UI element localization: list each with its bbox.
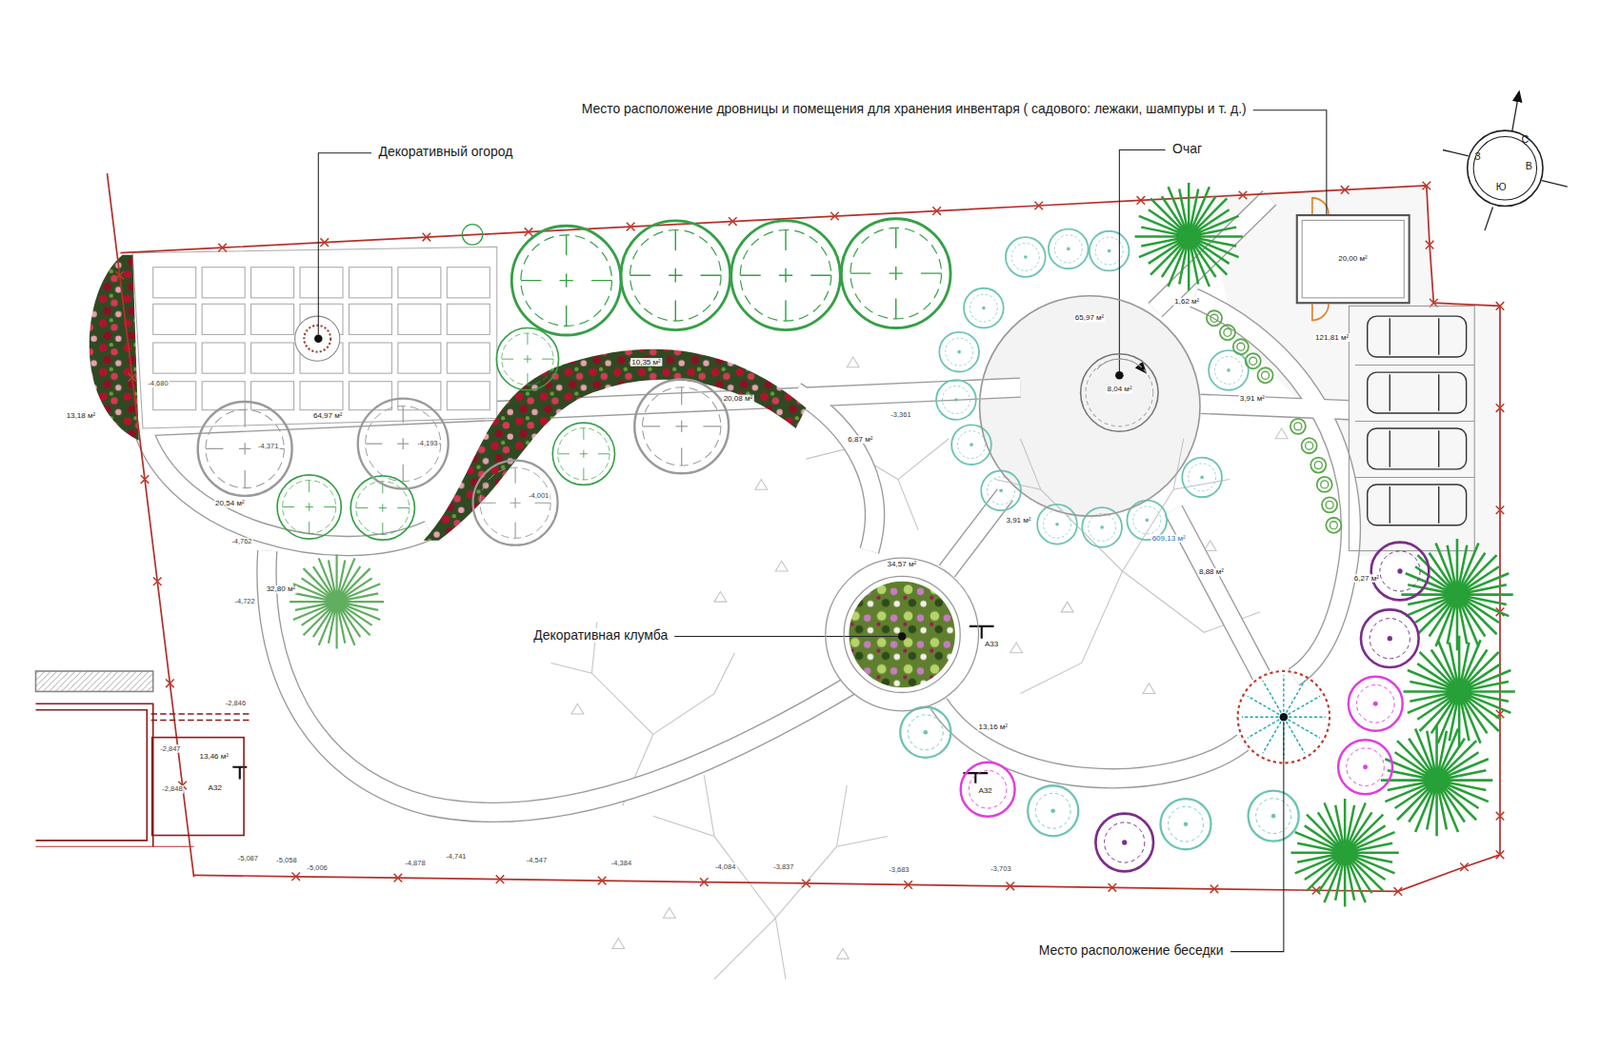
callout-text: Декоративный огород (377, 144, 514, 160)
area-label: 64,97 м² (312, 412, 344, 421)
elevation-mark: -5,006 (305, 864, 328, 873)
house (36, 671, 251, 847)
area-label: 65,97 м² (1074, 314, 1106, 322)
callout-text: Декоративная клумба (532, 628, 669, 643)
elevation-mark: -4,371 (257, 442, 280, 451)
elevation-mark: -4,084 (714, 862, 737, 871)
area-label: 32,80 м² (265, 585, 298, 595)
compass (1442, 96, 1568, 231)
area-label: 6,87 м² (846, 436, 874, 445)
elevation-mark: -4,193 (416, 440, 439, 448)
elevation-mark: -4,680 (146, 380, 169, 388)
node-outline (977, 294, 1202, 520)
ground (980, 185, 1500, 557)
elevation-mark: -4,001 (527, 491, 550, 500)
elevation-mark: -4,878 (403, 859, 426, 867)
compass-letter: З (1473, 151, 1482, 163)
elevation-mark: -3,361 (889, 411, 912, 420)
parking (1348, 305, 1475, 551)
existing-tree-crowns (198, 379, 729, 545)
elevation-mark: -2,847 (159, 744, 181, 753)
walkways (142, 198, 1351, 814)
storage-shed: 20,00 м² (1296, 214, 1411, 304)
callout-text: Место расположение беседки (1038, 943, 1225, 959)
conifers (289, 182, 1516, 907)
area-label: 13,46 м² (198, 753, 230, 761)
area-label: A32 (977, 786, 993, 796)
callout-text: Место расположение дровницы и помещения … (580, 101, 1248, 117)
total-area: 609,13 м² (1151, 534, 1187, 543)
flower-beds (89, 255, 956, 688)
hearth-plaza: 65,97 м² 8,04 м² (977, 294, 1202, 520)
area-label: 8,04 м² (1105, 385, 1133, 394)
area-label: 34,57 м² (886, 560, 919, 568)
leader-line (318, 110, 1327, 953)
existing-trees (551, 357, 1289, 980)
elevation-mark: -5,087 (237, 855, 260, 863)
section-mark (962, 626, 994, 784)
compass-letter: В (1524, 160, 1534, 172)
elevation-mark: -4,762 (230, 538, 253, 546)
deciduous-trees (277, 219, 951, 540)
area-label: 3,91 м² (1239, 395, 1266, 404)
area-label: A33 (983, 640, 1000, 650)
area-label: 3,91 м² (1004, 516, 1032, 525)
elevation-mark: -4,741 (444, 853, 467, 861)
elevation-mark: -3,703 (989, 865, 1012, 874)
elevation-mark: -4,722 (233, 598, 256, 606)
area-label: 8,88 м² (1198, 568, 1225, 578)
elevation-mark: -2,848 (160, 785, 183, 794)
hearth-circle: 8,04 м² (1079, 352, 1161, 435)
property-boundary (36, 173, 1501, 892)
elevation-mark: -4,547 (525, 857, 548, 865)
compass-letter: С (1520, 133, 1530, 145)
area-label: A32 (207, 784, 223, 794)
area-label: 1,62 м² (1173, 298, 1200, 307)
area-label: 20,54 м² (214, 500, 246, 509)
flowerbed-ring: 34,57 м² (815, 547, 989, 721)
vegetable-garden (132, 246, 498, 429)
elevation-mark: -3,683 (887, 866, 910, 875)
node-outline (815, 547, 989, 721)
elevation-mark: -3,837 (772, 862, 795, 871)
area-label: 121,81 м² (1314, 333, 1350, 342)
area-label: 13,16 м² (977, 723, 1009, 733)
area-label: 13,18 м² (65, 412, 98, 421)
shrubs (900, 229, 1429, 873)
leader-dot (314, 268, 1331, 722)
callout-text: Очаг (1171, 141, 1203, 157)
area-label: 6,27 м² (1353, 574, 1380, 583)
area-label: 10,35 м² (630, 358, 662, 367)
compass-letter: Ю (1495, 181, 1508, 194)
area-label: 20,00 м² (1337, 255, 1369, 263)
elevation-mark: -4,384 (610, 859, 633, 867)
area-label: 20,08 м² (722, 395, 755, 404)
elevation-mark: -5,058 (275, 857, 298, 865)
elevation-mark: -2,846 (224, 700, 247, 708)
